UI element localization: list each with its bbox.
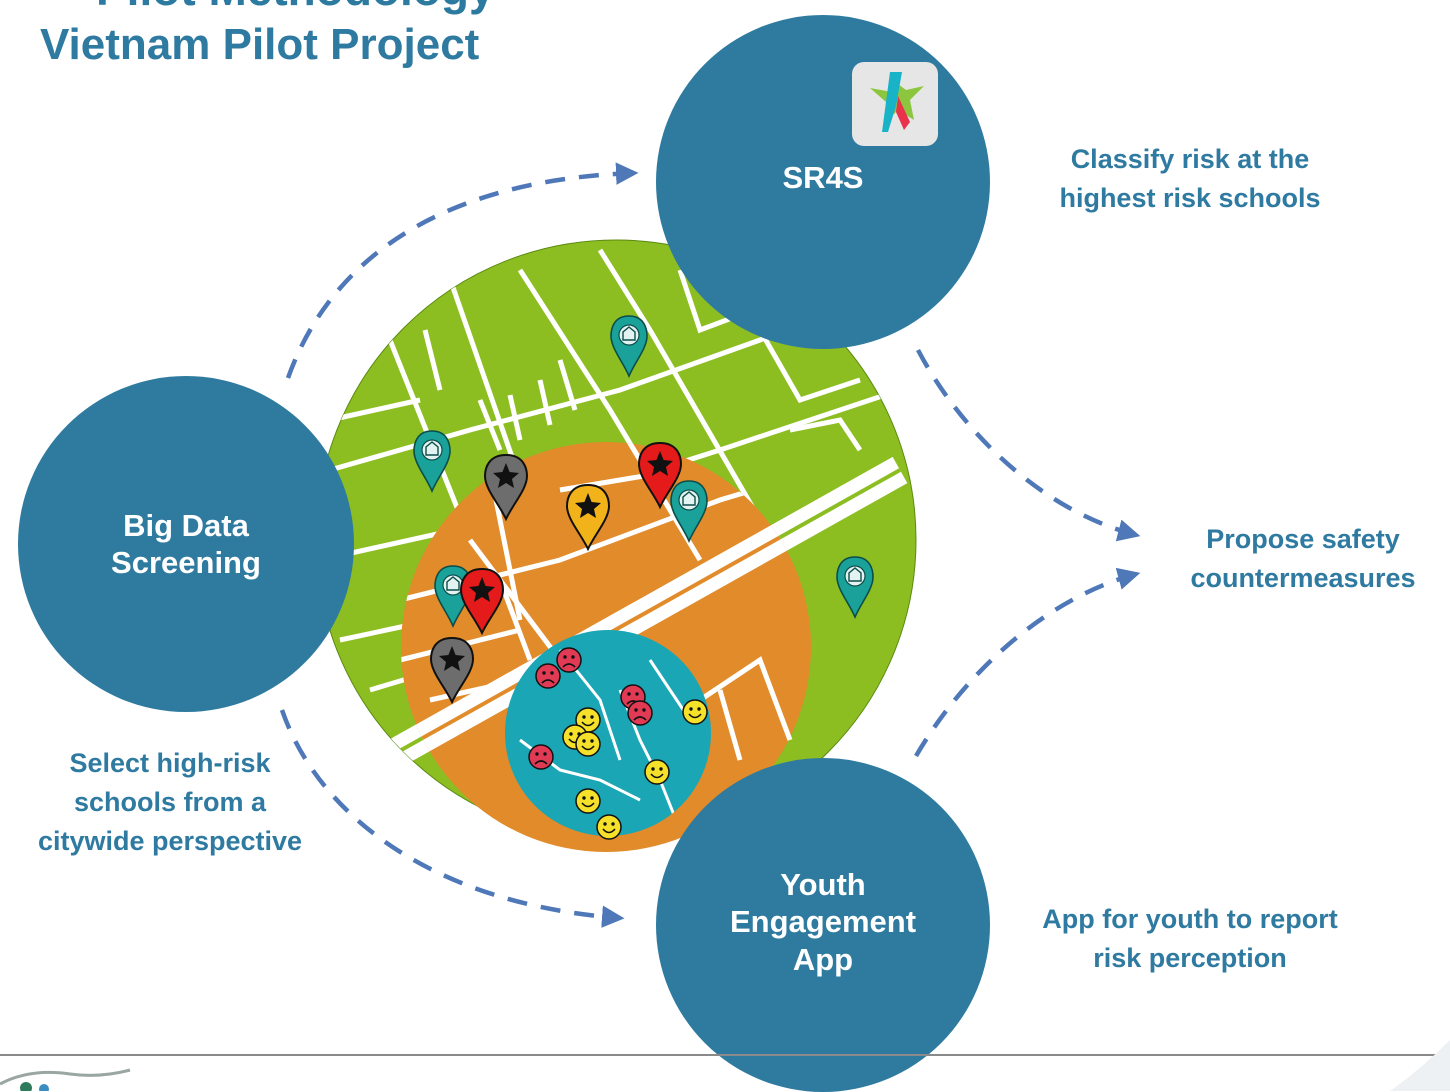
sad-face-icon <box>528 744 554 770</box>
screening-line-1: Big Data <box>123 507 249 543</box>
corner-decoration-icon <box>1390 1040 1450 1091</box>
happy-face-icon <box>575 731 601 757</box>
propose-note-line-1: Propose safety <box>1206 524 1400 554</box>
sad-face-icon <box>556 647 582 673</box>
select-note-line-3: citywide perspective <box>37 826 303 857</box>
select-note-line-2: schools from a <box>73 787 267 818</box>
app-note-line-2: risk perception <box>1093 943 1287 974</box>
sr4s-description: Classify risk at the highest risk school… <box>1010 140 1370 218</box>
screening-description: Select high-risk schools from a citywide… <box>0 744 340 861</box>
happy-face-icon <box>644 759 670 785</box>
arrow-screening-to-sr4s <box>285 162 639 379</box>
screening-line-2: Screening <box>111 545 261 580</box>
sr4s-node: SR4S <box>656 15 990 349</box>
happy-face-icon <box>682 699 708 725</box>
app-node-line-3: App <box>792 941 854 977</box>
sr4s-note-line-1: Classify risk at the <box>1070 144 1310 174</box>
app-node-line-1: Youth <box>780 867 866 903</box>
big-data-screening-node: Big Data Screening <box>18 376 354 712</box>
propose-note-line-2: countermeasures <box>1190 563 1416 594</box>
propose-description: Propose safety countermeasures <box>1158 520 1448 598</box>
happy-face-icon <box>596 814 622 840</box>
youth-report-zone <box>505 630 711 836</box>
sad-face-icon <box>627 700 653 726</box>
arrow-sr4s-to-proposal <box>916 348 1141 542</box>
sad-face-icon <box>535 663 561 689</box>
road-star-logo-icon <box>870 72 924 132</box>
app-note-line-1: App for youth to report <box>1042 904 1338 934</box>
happy-face-icon <box>575 788 601 814</box>
app-description: App for youth to report risk perception <box>1000 900 1380 978</box>
youth-engagement-app-node: Youth Engagement App <box>656 758 990 1092</box>
sr4s-note-line-2: highest risk schools <box>1059 183 1321 214</box>
page-title: Vietnam Pilot Project <box>40 20 480 69</box>
footer-divider <box>0 1054 1450 1056</box>
sr4s-app-icon <box>852 62 938 146</box>
sr4s-label: SR4S <box>782 160 864 196</box>
organization-logo-icon <box>0 1068 131 1091</box>
select-note-line-1: Select high-risk <box>69 748 271 778</box>
arrow-app-to-proposal <box>914 567 1141 758</box>
arrow-screening-to-app <box>279 709 625 928</box>
app-node-line-2: Engagement <box>729 904 917 940</box>
flow-arrows <box>279 162 1141 928</box>
page-title-clipped: Pilot Methodology <box>96 0 495 16</box>
